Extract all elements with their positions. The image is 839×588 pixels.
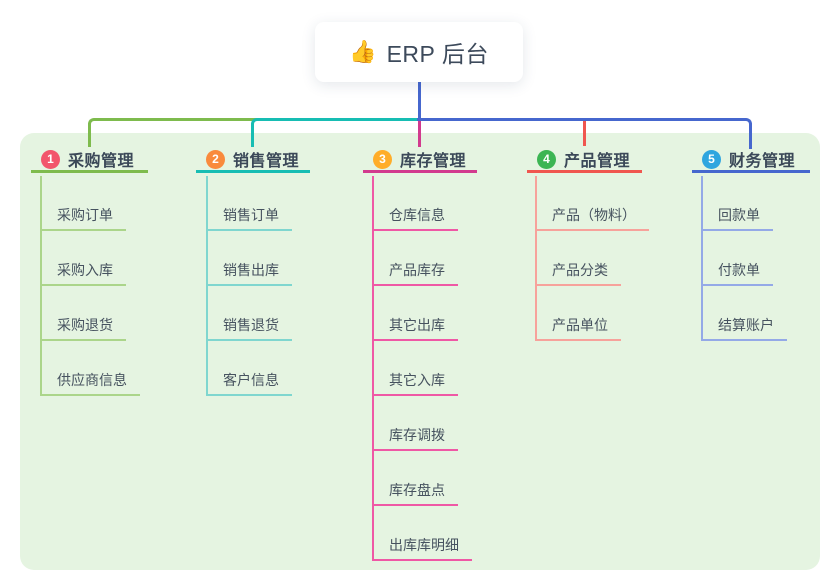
branch-spine [372,176,374,561]
branch-header-purchase[interactable]: 1 采购管理 [31,148,148,173]
branch-header-label: 产品管理 [564,153,631,170]
branch-header-label: 财务管理 [729,153,796,170]
thumbs-up-icon: 👍 [349,39,377,64]
connector-stub-inventory [418,121,421,147]
branch-spine [40,176,42,396]
child-node[interactable]: 采购入库 [40,258,126,286]
branch-number-badge: 2 [206,149,225,169]
child-node[interactable]: 产品分类 [535,258,621,286]
child-node[interactable]: 供应商信息 [40,368,140,396]
branch-spine [206,176,208,396]
child-node[interactable]: 采购订单 [40,203,126,231]
branch-header-label: 采购管理 [68,153,135,170]
child-node[interactable]: 销售退货 [206,313,292,341]
child-node[interactable]: 其它出库 [372,313,458,341]
branch-header-label: 销售管理 [233,153,300,170]
child-node[interactable]: 产品库存 [372,258,458,286]
branch-spine [701,176,703,341]
child-node[interactable]: 客户信息 [206,368,292,396]
root-node-label: ERP 后台 [386,41,489,67]
root-node-erp[interactable]: 👍 ERP 后台 [315,22,523,82]
branch-number-badge: 1 [41,149,60,169]
child-node[interactable]: 产品单位 [535,313,621,341]
connector-elbow-sales [251,118,419,147]
connector-stub-product [583,121,586,146]
branch-number-badge: 5 [702,149,721,169]
branch-header-product[interactable]: 4 产品管理 [527,148,642,173]
branch-header-label: 库存管理 [400,153,467,170]
branch-number-badge: 3 [373,149,392,169]
branch-header-sales[interactable]: 2 销售管理 [196,148,310,173]
branch-spine [535,176,537,341]
child-node[interactable]: 销售订单 [206,203,292,231]
child-node[interactable]: 库存盘点 [372,478,458,506]
branch-number-badge: 4 [537,149,556,169]
child-node[interactable]: 产品（物料） [535,203,649,231]
root-feed-line [418,80,421,120]
child-node[interactable]: 结算账户 [701,313,787,341]
child-node[interactable]: 采购退货 [40,313,126,341]
connector-elbow-purchase [88,118,258,147]
connector-elbow-finance [417,118,752,149]
child-node[interactable]: 出库库明细 [372,533,472,561]
child-node[interactable]: 销售出库 [206,258,292,286]
branch-header-finance[interactable]: 5 财务管理 [692,148,810,173]
mindmap-panel [20,133,820,570]
child-node[interactable]: 其它入库 [372,368,458,396]
child-node[interactable]: 仓库信息 [372,203,458,231]
child-node[interactable]: 回款单 [701,203,773,231]
child-node[interactable]: 付款单 [701,258,773,286]
child-node[interactable]: 库存调拨 [372,423,458,451]
branch-header-inventory[interactable]: 3 库存管理 [363,148,477,173]
